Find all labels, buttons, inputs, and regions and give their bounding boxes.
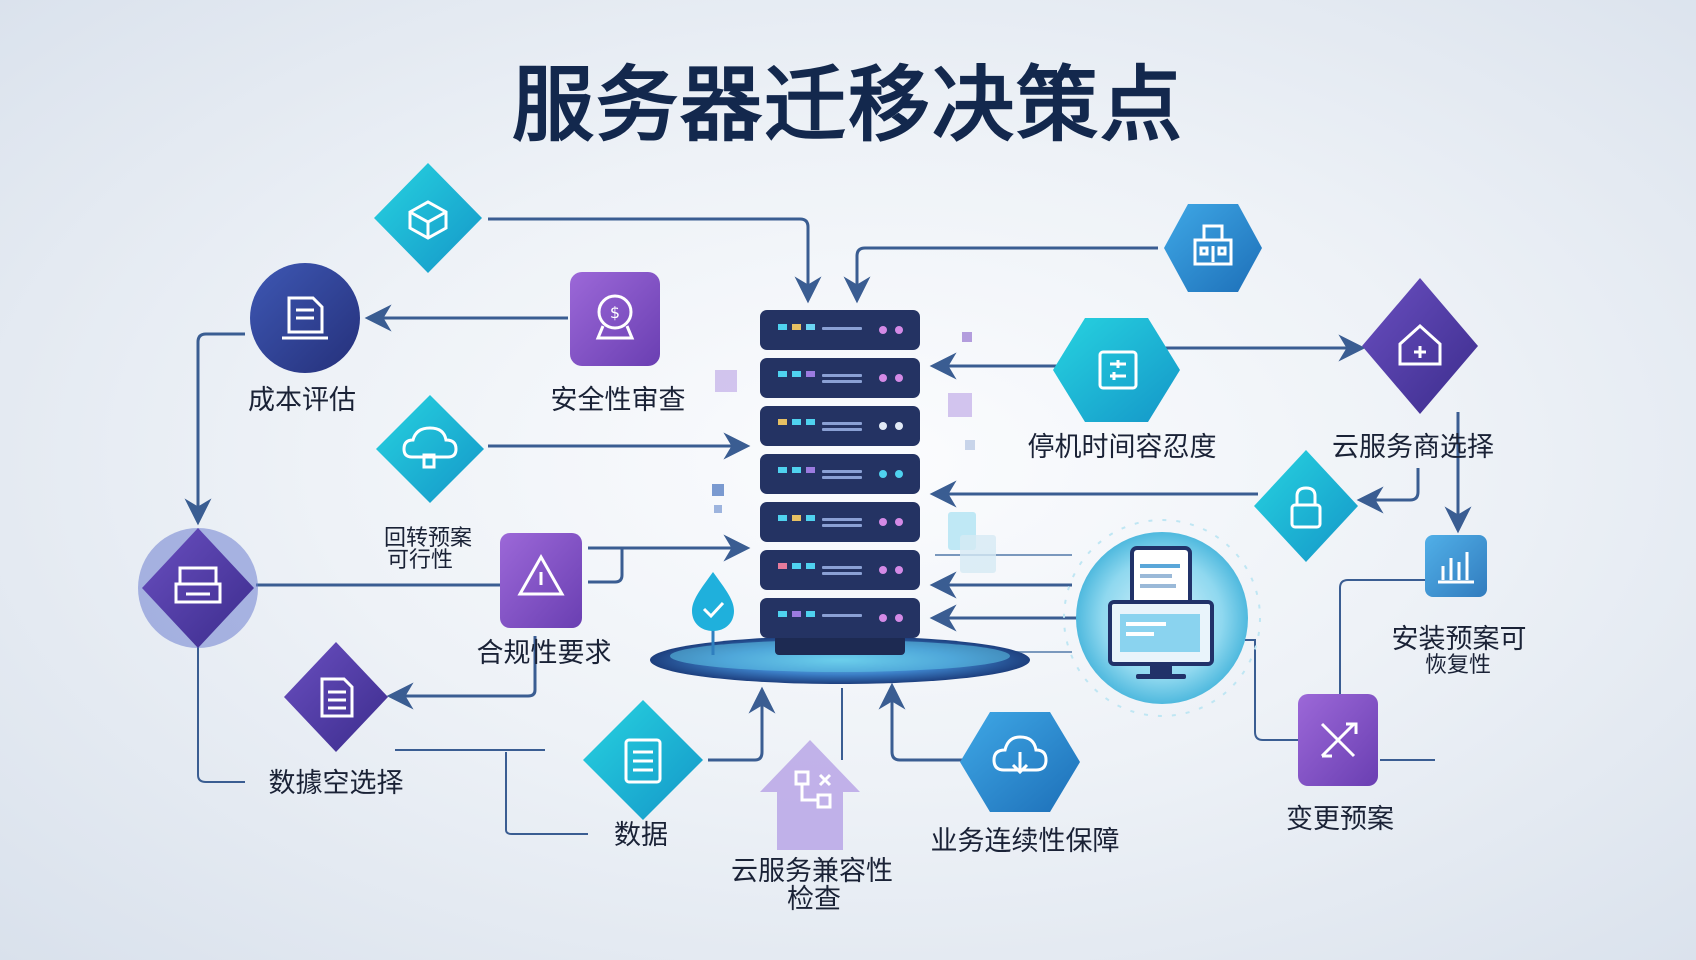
- server-unit: [760, 454, 920, 494]
- label-change-plan: 变更预案: [1286, 804, 1394, 835]
- connector: [505, 752, 588, 835]
- water-drop-icon: [692, 572, 734, 655]
- label-rollback-line1: 回转预案: [383, 526, 473, 551]
- connector: [878, 682, 965, 762]
- decorative-squares: [712, 332, 996, 573]
- shuffle-icon: [1320, 722, 1358, 758]
- connector: [1245, 639, 1300, 741]
- building-node: [1164, 204, 1262, 292]
- server-unit: [760, 550, 920, 590]
- change-plan-node: [1298, 694, 1378, 786]
- money-bag-icon: $: [595, 294, 635, 340]
- provider-node: [1362, 278, 1478, 414]
- continuity-node: [960, 712, 1080, 812]
- cost-node: [250, 263, 360, 373]
- shield-box-icon: [408, 200, 448, 240]
- label-plan-line2: 恢复性: [1424, 653, 1492, 678]
- connector: [588, 548, 624, 584]
- connector: [708, 686, 776, 762]
- connector: [197, 645, 245, 783]
- house-icon: [1398, 323, 1442, 366]
- server-rack-icon: [650, 310, 1030, 684]
- bar-chart-icon: [1438, 552, 1474, 584]
- label-cost: 成本评估: [248, 385, 356, 416]
- printer-node: [138, 528, 258, 648]
- printer-icon: [174, 566, 222, 604]
- cloud-icon: [402, 426, 458, 469]
- warning-icon: [517, 553, 565, 596]
- connector: [488, 217, 822, 304]
- cloud-download-icon: [992, 735, 1048, 775]
- label-cloud-compat-line1: 云服务兼容性: [731, 856, 893, 887]
- server-unit: [760, 358, 920, 398]
- label-data: 数据: [614, 820, 668, 851]
- security-node: $: [570, 272, 660, 366]
- checklist-icon: [624, 738, 662, 784]
- server-unit: [760, 406, 920, 446]
- connector: [1339, 579, 1425, 695]
- label-compliance: 合规性要求: [476, 638, 612, 669]
- label-rollback-line2: 可行性: [386, 548, 454, 573]
- workflow-icon: [794, 770, 832, 809]
- file-list-icon: [320, 677, 354, 718]
- settings-panel-icon: [1098, 350, 1138, 390]
- downtime-node: [1053, 318, 1180, 422]
- lock-node: [1254, 450, 1358, 562]
- server-units: [760, 310, 920, 638]
- connector: [386, 636, 537, 710]
- connector: [184, 332, 245, 526]
- document-icon: [282, 296, 328, 340]
- plan-node: [1425, 535, 1487, 597]
- server-unit: [760, 502, 920, 542]
- server-unit: [760, 598, 920, 638]
- page-title: 服务器迁移决策点: [511, 58, 1184, 153]
- data-selection-node: [284, 642, 388, 752]
- label-plan-line1: 安装预案可: [1391, 624, 1527, 655]
- svg-text:$: $: [610, 303, 620, 322]
- label-security: 安全性审查: [550, 385, 686, 416]
- label-downtime: 停机时间容忍度: [1027, 432, 1217, 463]
- building-icon: [1193, 224, 1233, 266]
- connector: [1356, 468, 1420, 514]
- shield-box-node: [374, 163, 482, 273]
- lock-icon: [1290, 486, 1322, 529]
- label-continuity: 业务连续性保障: [930, 826, 1120, 857]
- label-cloud-compat-line2: 检查: [787, 884, 841, 915]
- compliance-node: [500, 533, 582, 628]
- monitor-node: [1063, 519, 1261, 717]
- cloud-compat-node: [760, 740, 860, 850]
- data-node: [583, 700, 703, 820]
- rollback-node: [376, 395, 484, 503]
- monitor-icon: [1108, 546, 1214, 679]
- connectors: [184, 217, 1472, 835]
- label-data-selection: 数據空选择: [268, 768, 404, 799]
- label-provider: 云服务商选择: [1332, 432, 1494, 463]
- connector: [843, 246, 1158, 304]
